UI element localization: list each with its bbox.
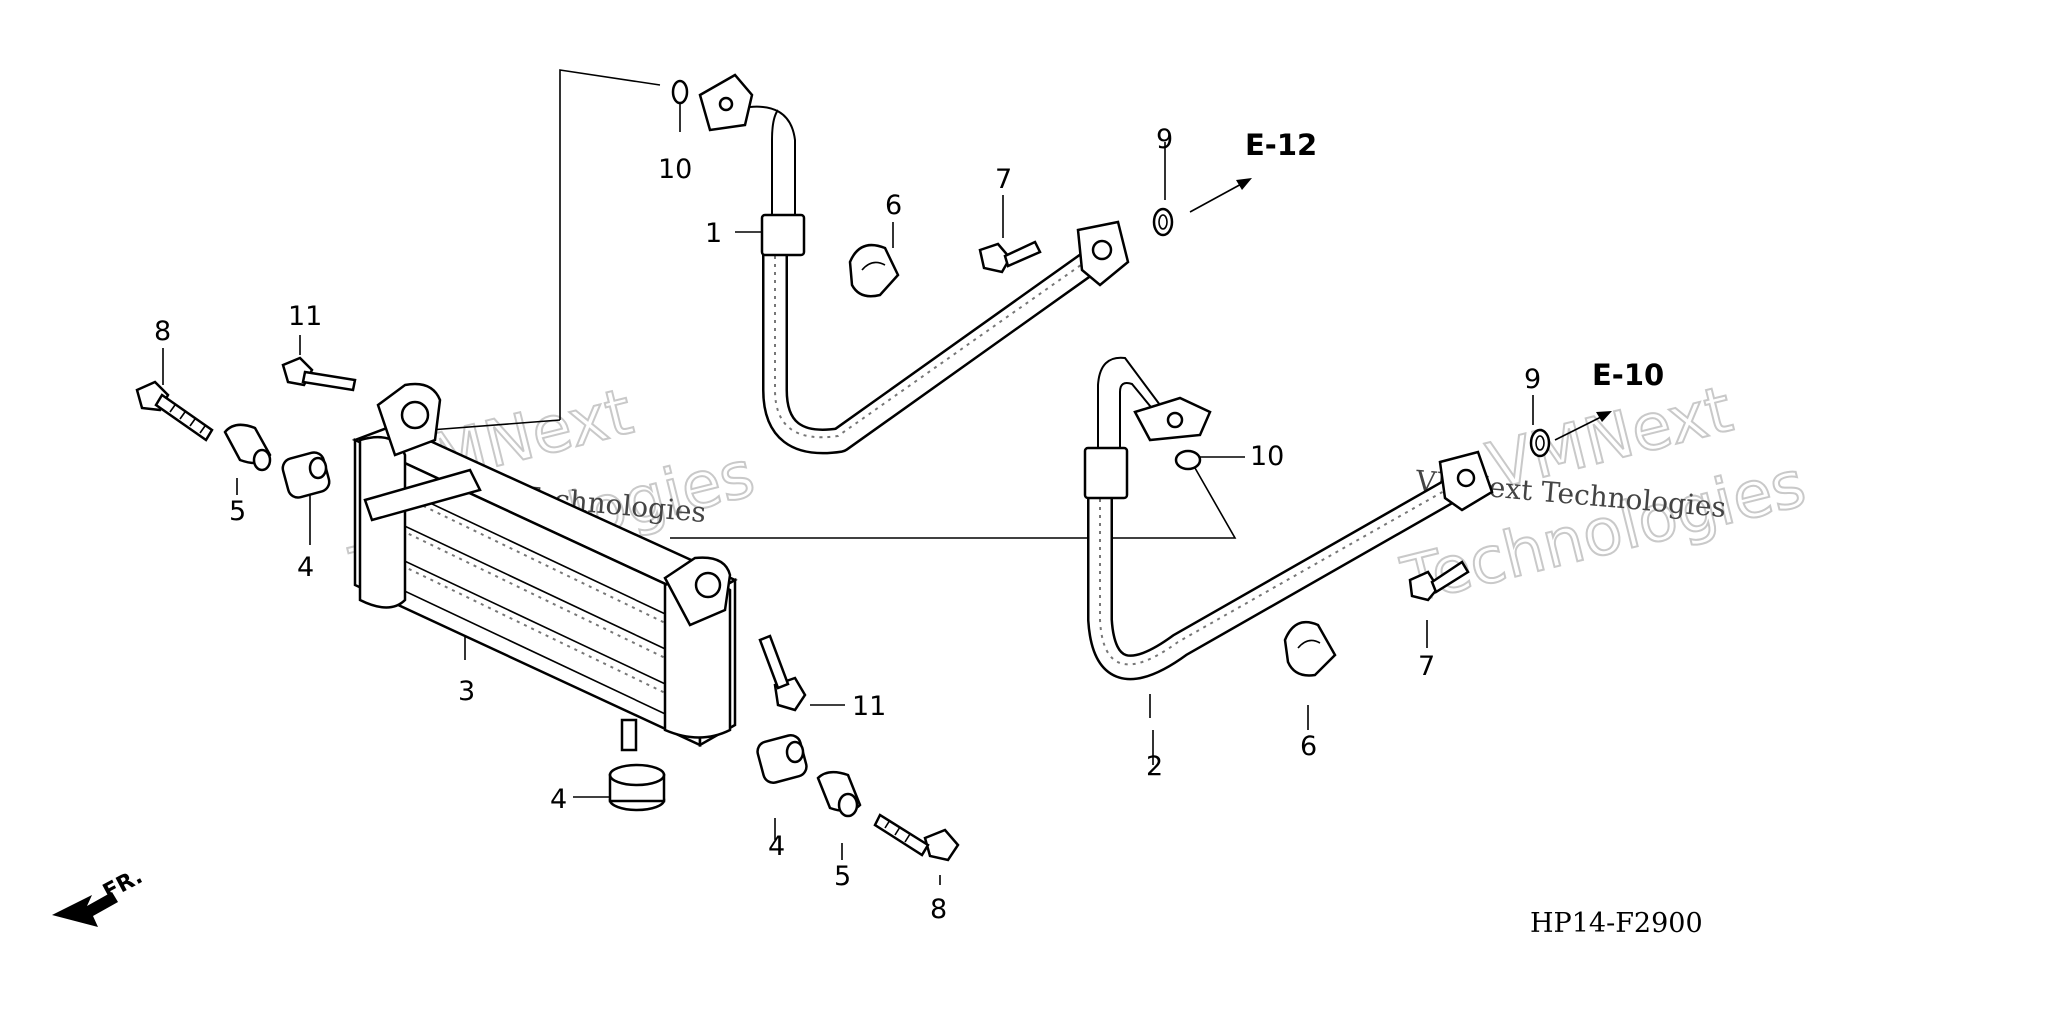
bolt-11-upper (281, 356, 357, 392)
front-arrow: FR. (52, 864, 147, 927)
reference-e12: E-12 (1245, 128, 1317, 162)
callout-10-lower: 10 (1250, 441, 1284, 472)
e10-arrowhead (1596, 411, 1612, 422)
cooler-left-tank (358, 435, 407, 609)
callout-4-left: 4 (297, 552, 314, 583)
front-arrow-icon (52, 892, 118, 927)
callout-6-lower: 6 (1300, 731, 1317, 762)
leader-lines (162, 69, 1612, 885)
callout-4-middle: 4 (550, 784, 567, 815)
hose-upper-fitting (760, 213, 806, 257)
diagram-code: HP14-F2900 (1530, 908, 1703, 939)
callout-1: 1 (705, 218, 722, 249)
grommet-4-left (281, 451, 331, 499)
washer-9-upper (1152, 207, 1174, 237)
bolt-7-lower (1408, 560, 1470, 602)
oil-hose-upper (698, 73, 1130, 455)
callout-7-upper: 7 (995, 164, 1012, 195)
cooler-stub (620, 718, 638, 752)
callout-7-lower: 7 (1418, 651, 1435, 682)
cooler-bracket (363, 468, 482, 522)
callout-9-lower: 9 (1524, 364, 1541, 395)
e12-arrowhead (1236, 178, 1252, 190)
reference-e10: E-10 (1592, 358, 1664, 392)
o-ring-10-upper (671, 79, 689, 105)
oil-hose-lower (1083, 356, 1494, 681)
callout-8-left: 8 (154, 316, 171, 347)
callout-2: 2 (1146, 751, 1163, 782)
bolt-11-lower (758, 634, 807, 712)
callout-11-lower: 11 (852, 691, 886, 722)
bolt-8-right (873, 813, 960, 862)
washer-9-lower (1529, 428, 1551, 458)
clamp-6-lower (1283, 620, 1337, 677)
callout-3: 3 (458, 676, 475, 707)
callout-11-upper: 11 (288, 301, 322, 332)
grommet-4-middle (608, 763, 666, 812)
grommet-4-right (756, 734, 808, 784)
o-ring-10-lower (1174, 449, 1202, 471)
hose-lower-fitting (1083, 446, 1129, 500)
bolt-8-left (135, 380, 214, 442)
collar-5-right (816, 770, 862, 818)
callout-4-right: 4 (768, 831, 785, 862)
callout-9-upper: 9 (1156, 124, 1173, 155)
callout-5-right: 5 (834, 861, 851, 892)
collar-5-left (223, 423, 272, 472)
callout-6-upper: 6 (885, 190, 902, 221)
callout-5-left: 5 (229, 496, 246, 527)
callout-10-upper: 10 (658, 154, 692, 185)
bolt-7-upper (978, 240, 1042, 274)
clamp-6-upper (848, 243, 900, 298)
callout-8-right: 8 (930, 894, 947, 925)
oil-cooler (351, 382, 738, 752)
